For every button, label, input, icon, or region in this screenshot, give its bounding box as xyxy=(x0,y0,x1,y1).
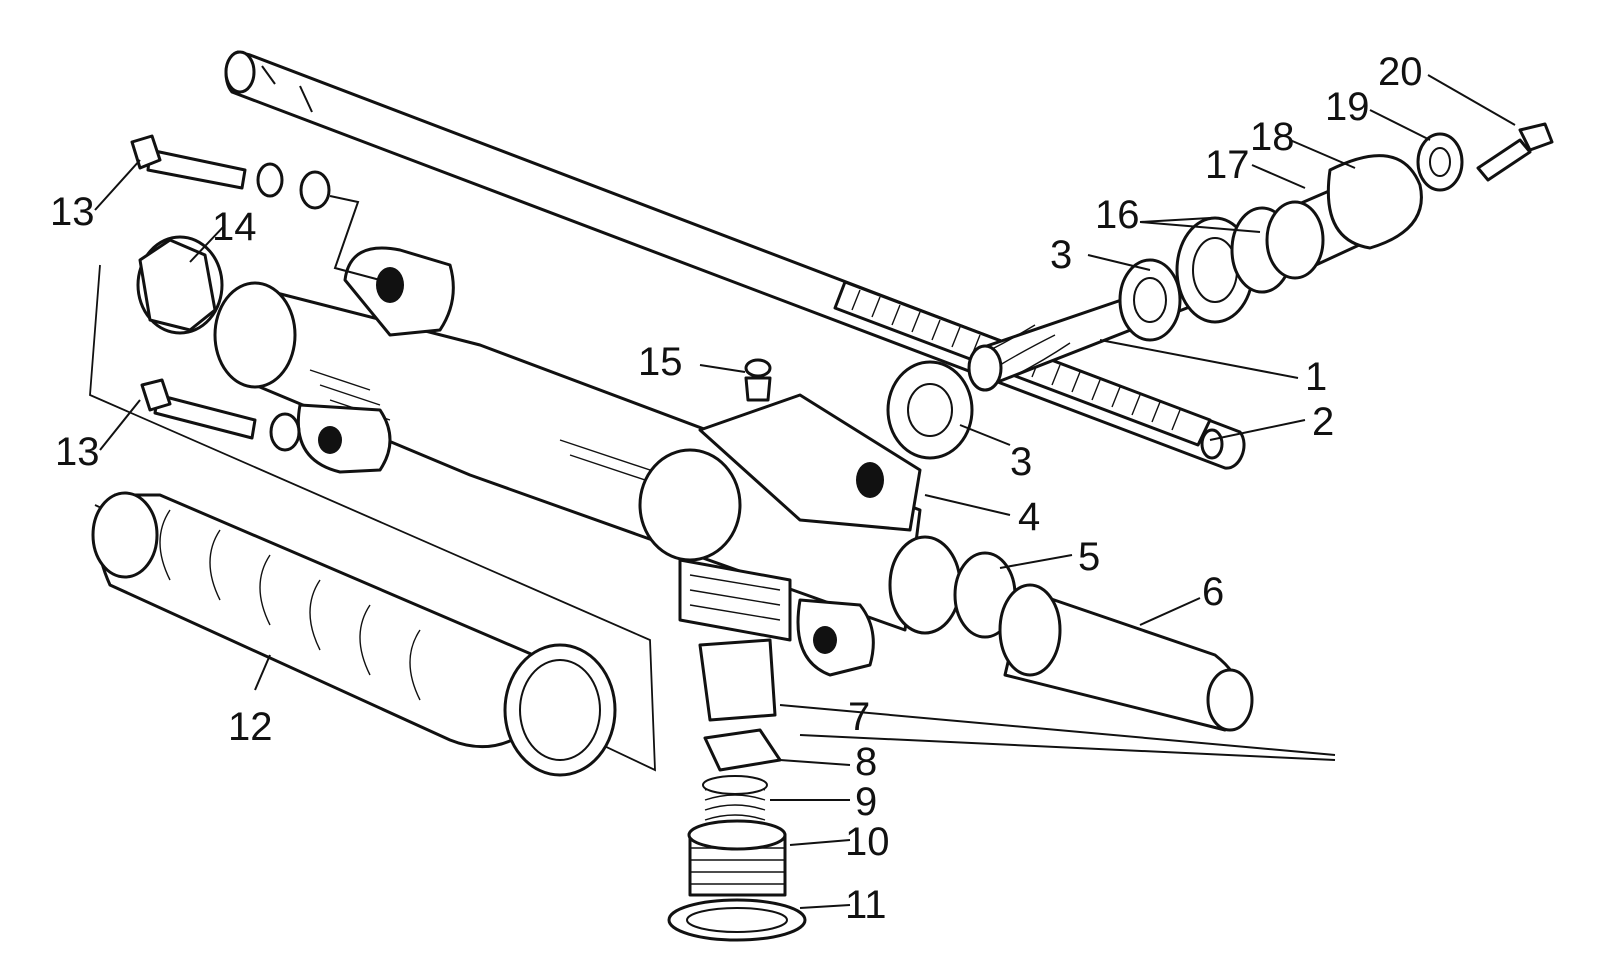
boot-bellows xyxy=(89,264,656,777)
grease-fitting xyxy=(744,358,772,402)
adjuster-plug xyxy=(687,819,787,897)
callout-8: 8 xyxy=(855,740,877,784)
callouts: 1 2 3 3 4 5 6 7 8 9 10 11 12 13 13 14 15… xyxy=(50,50,1423,927)
callout-9: 9 xyxy=(855,780,877,824)
upper-bearing xyxy=(1118,258,1182,342)
guide-line-upper xyxy=(329,195,381,281)
callout-4: 4 xyxy=(1018,495,1040,539)
leader-lines xyxy=(94,74,1516,909)
callout-2: 2 xyxy=(1312,400,1334,444)
callout-13-upper: 13 xyxy=(50,190,95,234)
callout-10: 10 xyxy=(845,820,890,864)
callout-15: 15 xyxy=(638,340,683,384)
boot-6 xyxy=(998,583,1254,732)
callout-20: 20 xyxy=(1378,50,1423,94)
rack-housing xyxy=(213,246,922,677)
callout-3-upper: 3 xyxy=(1050,233,1072,277)
bolt-upper xyxy=(130,134,331,210)
bolt-lower xyxy=(140,378,301,452)
pinion-assembly xyxy=(967,122,1554,392)
callout-19: 19 xyxy=(1325,85,1370,129)
callout-16: 16 xyxy=(1095,193,1140,237)
callout-11: 11 xyxy=(845,883,887,927)
shoe-insert xyxy=(703,728,782,772)
spring xyxy=(702,775,768,831)
callout-3-lower: 3 xyxy=(1010,440,1032,484)
lock-nut xyxy=(667,898,807,942)
callout-7: 7 xyxy=(848,695,870,739)
callout-17: 17 xyxy=(1205,143,1250,187)
end-bushing xyxy=(136,235,224,335)
callout-6: 6 xyxy=(1202,570,1224,614)
callout-18: 18 xyxy=(1250,115,1295,159)
callout-5: 5 xyxy=(1078,535,1100,579)
callout-12: 12 xyxy=(228,705,273,749)
nut xyxy=(1416,132,1464,192)
thrust-shoe xyxy=(698,638,777,722)
callout-1: 1 xyxy=(1305,355,1327,399)
callout-14: 14 xyxy=(212,205,257,249)
bolt-20 xyxy=(1476,122,1554,182)
callout-13-lower: 13 xyxy=(55,430,100,474)
clamp-5 xyxy=(888,535,1017,639)
lower-bearing xyxy=(886,360,974,460)
cover-flange xyxy=(1326,154,1423,250)
